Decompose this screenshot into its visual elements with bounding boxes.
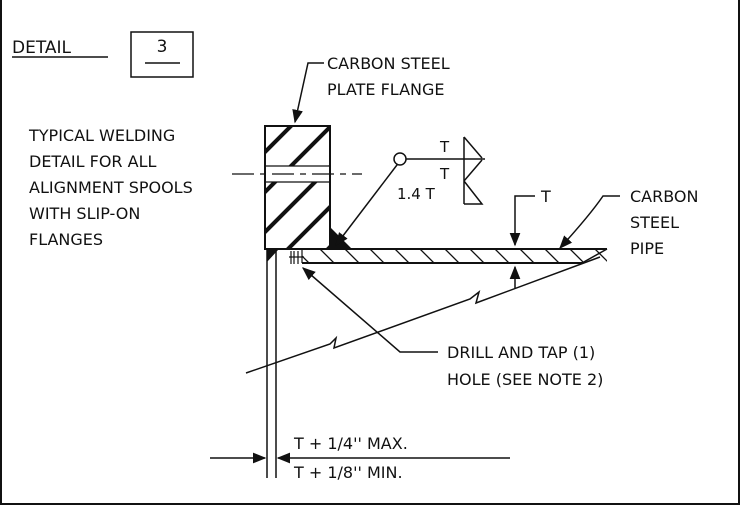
break-line [245,256,601,374]
gap-max-label: T + 1/4'' MAX. [293,434,408,453]
weld-size-lower: 1.4 T [397,185,436,203]
gap-dimension: T + 1/4'' MAX. T + 1/8'' MIN. [210,434,510,482]
fillet-symbol-bottom [463,159,483,182]
weld-symbol: T T 1.4 T [335,136,485,247]
typical-label-line4: WITH SLIP-ON [29,204,140,223]
pipe-label-line3: PIPE [630,239,664,258]
detail-label: DETAIL [12,38,72,58]
typical-label-line2: DETAIL FOR ALL [29,152,156,171]
pipe-thickness-dimension: T [509,187,551,288]
pipe-label-line1: CARBON [630,187,699,206]
flange-label-line2: PLATE FLANGE [327,80,445,99]
flange-label-line1: CARBON STEEL [327,54,450,73]
weld-size-other-side: T [439,165,450,183]
typical-label-line3: ALIGNMENT SPOOLS [29,178,193,197]
weld-size-arrow-side: T [439,138,450,156]
pipe-thickness-label: T [540,187,551,206]
gap-min-label: T + 1/8'' MIN. [293,463,403,482]
tap-hole [289,249,304,264]
detail-number-box [130,31,194,78]
drill-label-line1: DRILL AND TAP (1) [447,343,595,362]
weld-all-around-circle [393,152,407,166]
typical-label-line1: TYPICAL WELDING [28,126,175,145]
flange-hatch [265,126,330,249]
typical-label-line5: FLANGES [29,230,103,249]
flange-leader [292,62,324,124]
drill-label-line2: HOLE (SEE NOTE 2) [447,370,603,389]
pipe-leader [559,195,620,249]
drill-leader [301,267,438,353]
plate-flange [232,125,362,250]
detail-title-block: DETAIL 3 [12,31,194,78]
detail-number: 3 [157,37,168,57]
fillet-symbol-top [463,136,483,159]
pipe-label-line2: STEEL [630,213,679,232]
carbon-steel-pipe [265,248,608,264]
